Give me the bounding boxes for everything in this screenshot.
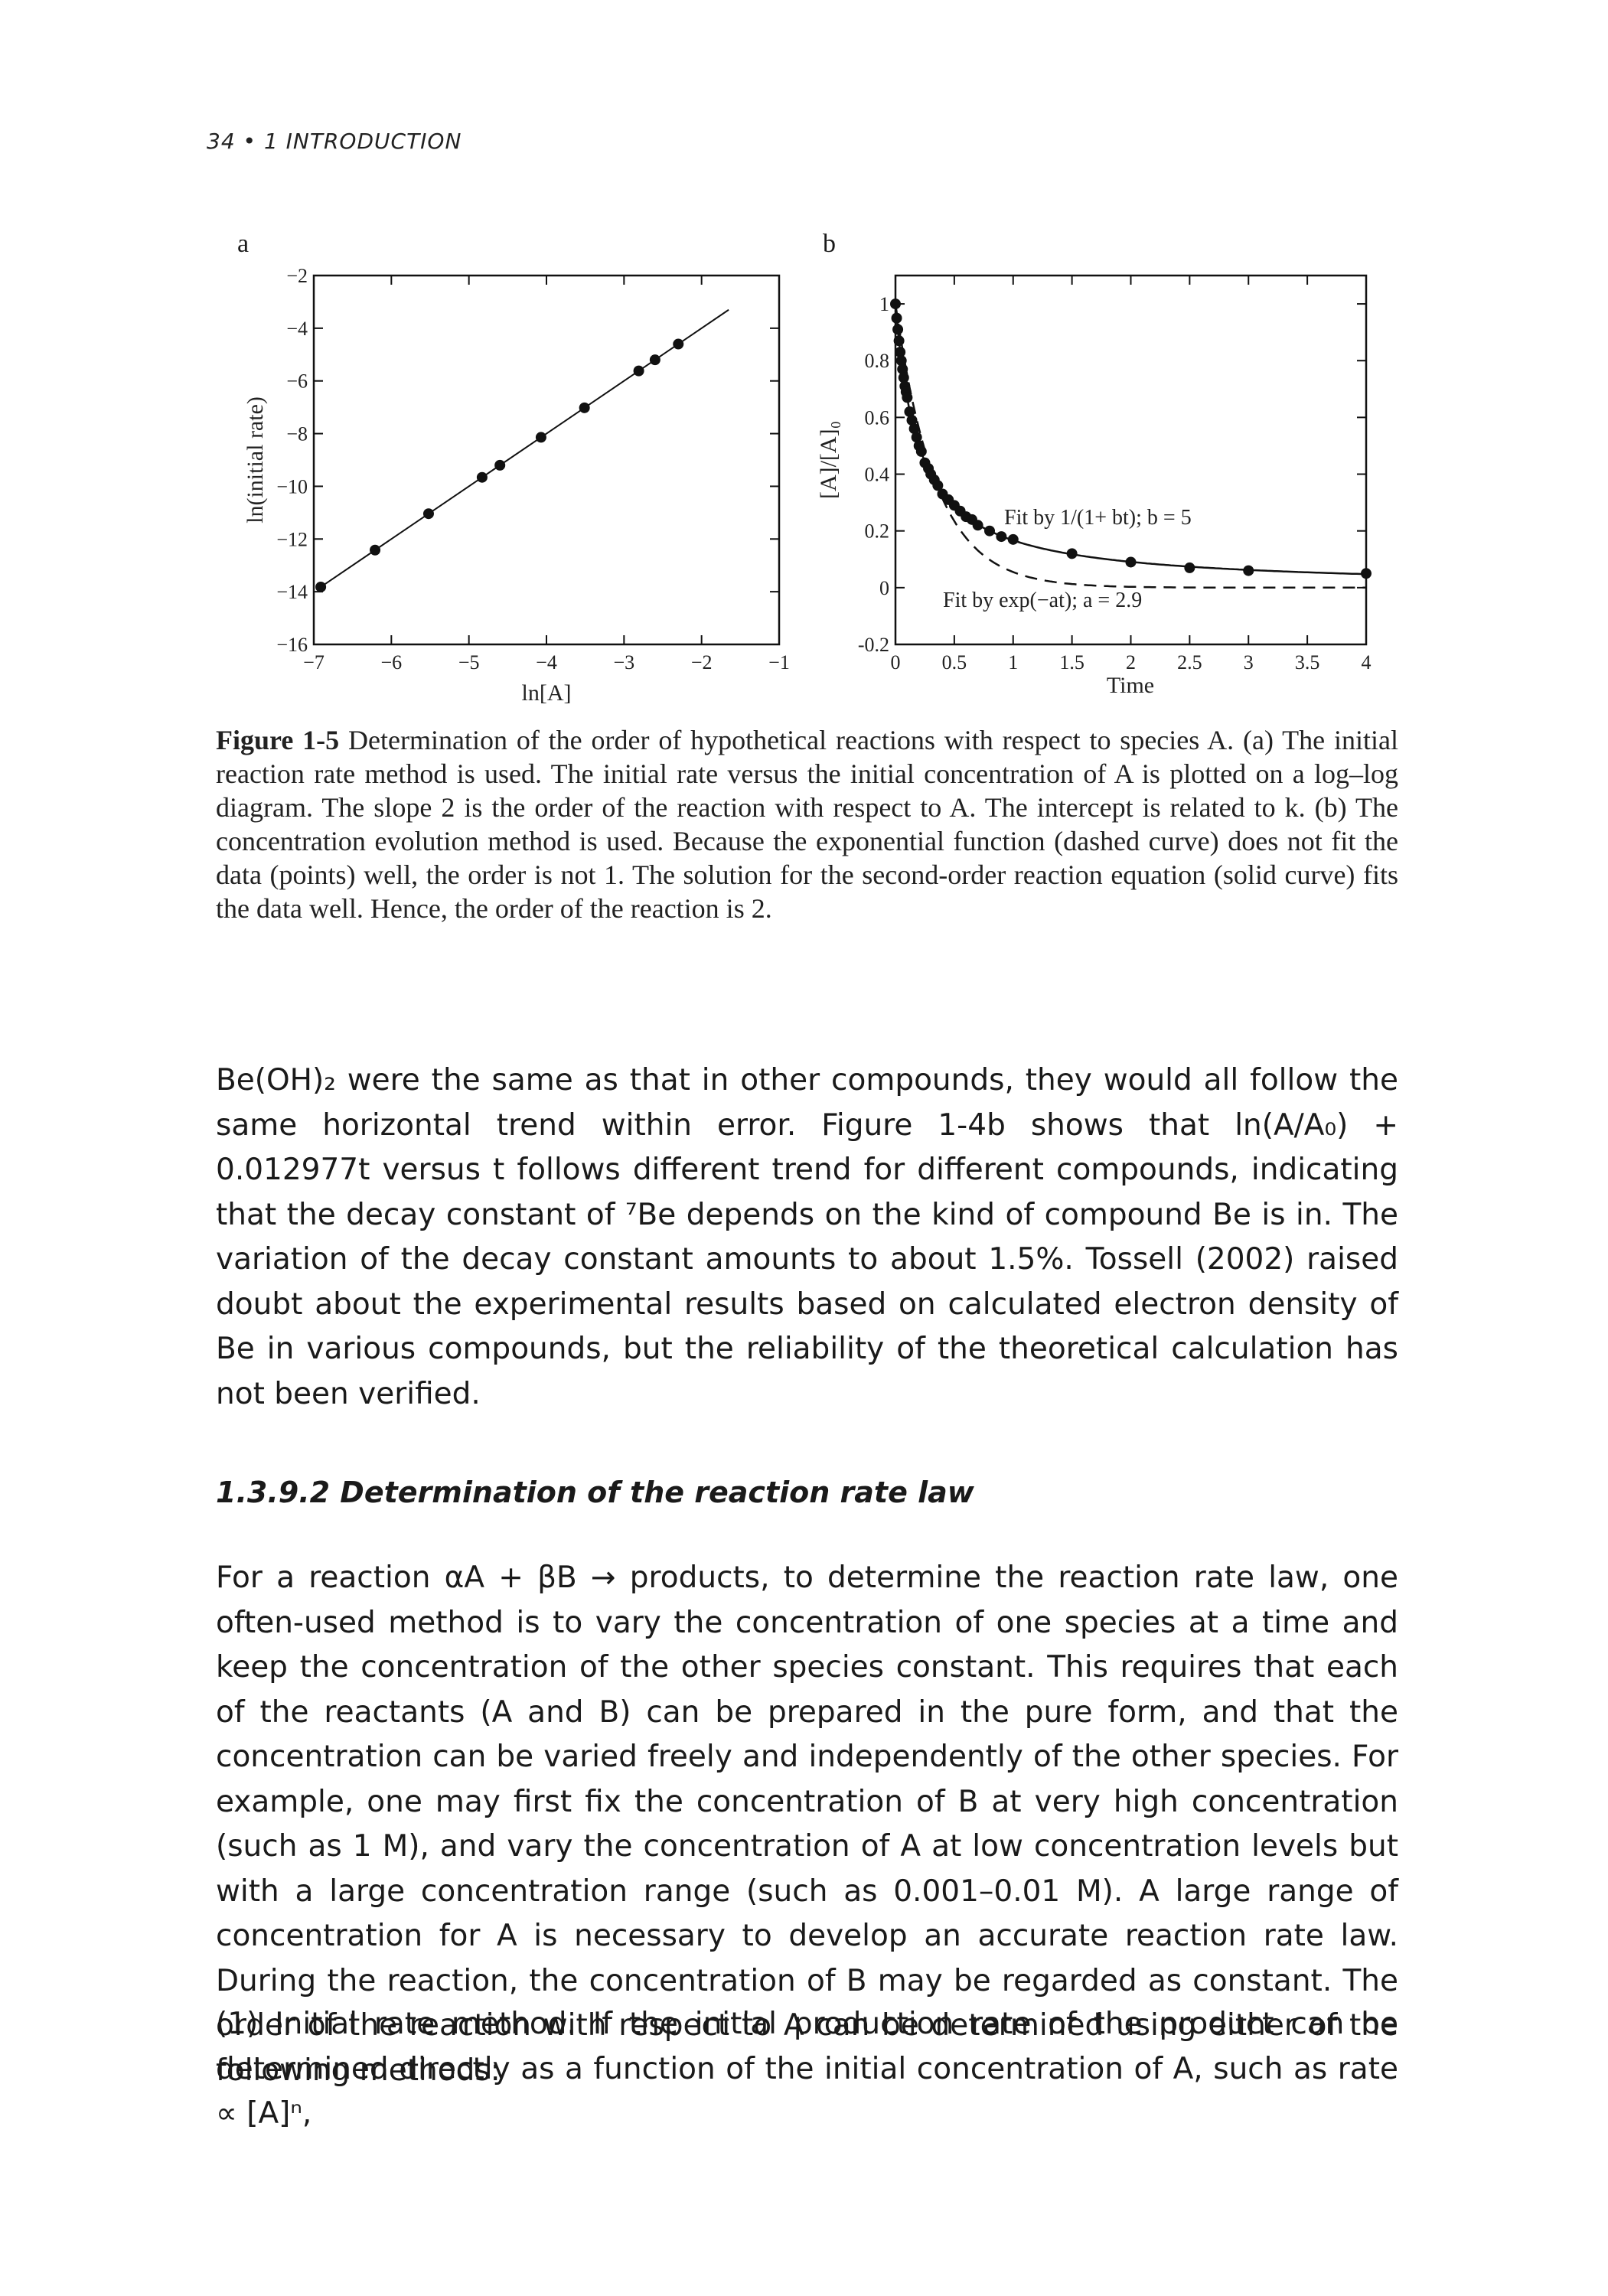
- chart-a-ylabel: ln(initial rate): [243, 396, 268, 523]
- running-head: 34 • 1 INTRODUCTION: [207, 129, 462, 154]
- chartB-data-point: [906, 415, 918, 426]
- chart-a-xlabel: ln[A]: [522, 680, 572, 706]
- chartB-data-point: [984, 525, 995, 536]
- chartA-xtick-label: −6: [380, 651, 402, 673]
- chartB-data-point: [895, 355, 907, 367]
- chartA-xtick-label: −7: [303, 651, 325, 673]
- chartB-xtick-label: 4: [1362, 651, 1372, 673]
- chartA-ytick-label: −6: [286, 370, 308, 393]
- chartA-data-point: [633, 365, 644, 377]
- caption-text: Determination of the order of hypothetic…: [216, 725, 1398, 924]
- panel-label-b: b: [823, 230, 836, 258]
- chartA-data-point: [673, 338, 684, 350]
- chartA-data-point: [649, 354, 660, 366]
- chartB-data-point: [996, 531, 1007, 543]
- chartB-data-point: [1125, 556, 1137, 568]
- chartA-ytick-label: −8: [286, 423, 308, 445]
- chartB-data-point: [972, 520, 983, 531]
- chartA-ytick-label: −12: [276, 528, 308, 550]
- chartA-data-point: [535, 432, 546, 443]
- figure-caption: Figure 1-5 Determination of the order of…: [216, 723, 1398, 925]
- chart-b-fit-inverse-curve: [894, 303, 1367, 576]
- chartB-data-point: [891, 312, 902, 324]
- chartB-data-point: [915, 445, 927, 457]
- chart-b-fit-label-exp: Fit by exp(−at); a = 2.9: [943, 589, 1142, 612]
- chartA-xtick-label: −2: [691, 651, 713, 673]
- chartA-xtick-label: −3: [613, 651, 634, 673]
- chartB-data-point: [1243, 565, 1254, 576]
- chartA-ytick-label: −14: [276, 581, 308, 603]
- chartA-data-point: [494, 459, 506, 471]
- chartB-data-point: [1007, 533, 1019, 545]
- chartB-xtick-label: 1: [1008, 651, 1018, 673]
- chartB-data-point: [890, 298, 901, 310]
- chartB-ytick-label: 0.4: [865, 464, 890, 486]
- chartB-data-point: [1184, 562, 1195, 573]
- section-heading: 1.3.9.2 Determination of the reaction ra…: [216, 1476, 974, 1509]
- paragraph-1: Be(OH)₂ were the same as that in other c…: [216, 1063, 1398, 1411]
- chartB-data-point: [1361, 568, 1372, 579]
- chart-b-fit-exp-curve: [894, 303, 1366, 589]
- chartB-data-point: [893, 335, 905, 347]
- chartB-data-point: [904, 406, 915, 417]
- chartA-data-point: [476, 471, 488, 483]
- chart-b-ylabel: [A]/[A]₀: [816, 421, 841, 499]
- chartA-xtick-label: −4: [536, 651, 557, 673]
- chartA-data-point: [315, 581, 327, 592]
- chartB-data-point: [898, 372, 909, 383]
- chartB-ytick-label: 0.6: [865, 406, 890, 429]
- paragraph-3: (1) Initial rate method. If the initial …: [216, 2007, 1398, 2131]
- chartB-xtick-label: 0: [891, 651, 901, 673]
- chartB-xtick-label: 3.5: [1295, 651, 1320, 673]
- chartB-data-point: [895, 347, 906, 358]
- caption-label: Figure 1-5: [216, 725, 340, 755]
- chartB-ytick-label: 0.2: [865, 520, 890, 543]
- chartA-data-point: [579, 402, 590, 413]
- chart-a: −7 −6 −5 −4 −3 −2 −1 −2 −4 −6 −8 −10 −12 −14 −16 ln[A]…: [243, 265, 790, 706]
- chart-a-frame: [312, 274, 781, 646]
- chart-b-frame: [894, 274, 1368, 646]
- chart-b-xlabel: Time: [1107, 673, 1154, 698]
- chartB-data-point: [932, 480, 944, 491]
- chartB-ytick-label: 0.8: [865, 350, 890, 372]
- chartB-data-point: [908, 423, 920, 435]
- chartA-ytick-label: −4: [286, 318, 308, 340]
- chartB-xtick-label: 2: [1126, 651, 1136, 673]
- chartB-data-point: [1066, 548, 1078, 559]
- chartA-data-point: [370, 544, 381, 556]
- chartA-ytick-label: −2: [286, 265, 308, 287]
- chartB-ytick-label: 1: [879, 293, 889, 315]
- chartB-xtick-label: 3: [1244, 651, 1254, 673]
- chartB-xtick-label: 0.5: [942, 651, 967, 673]
- chartA-ytick-label: −16: [276, 634, 308, 656]
- chartA-xtick-label: −5: [458, 651, 480, 673]
- chartB-data-point: [897, 364, 908, 375]
- chartB-xtick-label: 2.5: [1177, 651, 1202, 673]
- paragraph-2: For a reaction αA + βB → products, to de…: [216, 1561, 1398, 2088]
- panel-label-a: a: [237, 230, 250, 258]
- chartA-ytick-label: −10: [276, 475, 308, 497]
- chart-a-fit-line: [320, 308, 729, 588]
- chartB-data-point: [911, 432, 922, 443]
- chartB-data-point: [892, 324, 904, 335]
- chartB-xtick-label: 1.5: [1059, 651, 1085, 673]
- chartA-data-point: [422, 508, 434, 520]
- chartA-xtick-label: −1: [768, 651, 790, 673]
- chart-b-fit-label-inverse: Fit by 1/(1+ bt); b = 5: [1004, 506, 1192, 530]
- chartB-data-point: [902, 392, 913, 403]
- chartB-ytick-label: -0.2: [858, 634, 889, 656]
- chartB-ytick-label: 0: [879, 577, 889, 599]
